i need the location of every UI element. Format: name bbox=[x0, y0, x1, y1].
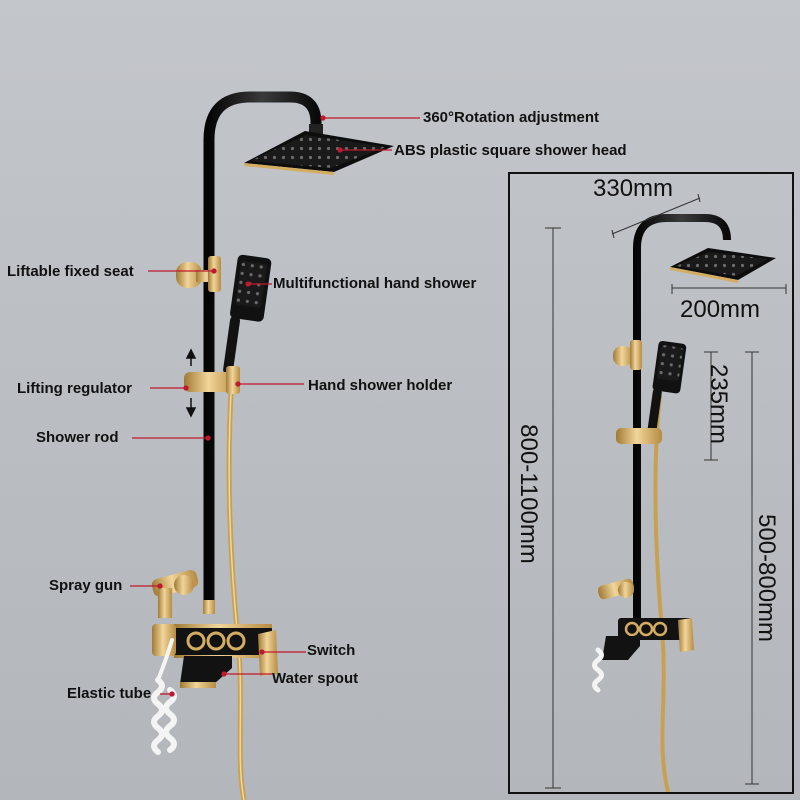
gold-hose bbox=[226, 374, 247, 800]
label-fixed-seat: Liftable fixed seat bbox=[7, 263, 134, 280]
label-shower-head: ABS plastic square shower head bbox=[394, 142, 627, 159]
liftable-fixed-seat bbox=[176, 262, 202, 288]
shower-rod bbox=[203, 91, 322, 611]
elastic-tube bbox=[151, 638, 177, 755]
spray-gun bbox=[151, 569, 199, 618]
label-hand-shower-holder: Hand shower holder bbox=[308, 377, 453, 394]
water-spout bbox=[180, 656, 232, 684]
dim-hand-height: 235mm bbox=[705, 363, 732, 445]
hand-shower bbox=[223, 254, 272, 375]
label-shower-rod: Shower rod bbox=[36, 429, 119, 446]
dimension-lines bbox=[545, 193, 787, 789]
hand-shower-holder bbox=[184, 372, 238, 392]
main-shower-set bbox=[151, 91, 394, 800]
rotation-joint bbox=[309, 124, 323, 134]
dim-total-height: 800-1100mm bbox=[515, 424, 542, 564]
label-spray-gun: Spray gun bbox=[49, 577, 123, 594]
dim-head-width: 200mm bbox=[680, 296, 761, 323]
inset-shower-set bbox=[592, 214, 776, 793]
label-elastic-tube: Elastic tube bbox=[67, 685, 152, 702]
leader-lines bbox=[130, 115, 420, 697]
label-lifting-regulator: Lifting regulator bbox=[17, 380, 132, 397]
label-water-spout: Water spout bbox=[272, 670, 359, 687]
label-switch: Switch bbox=[307, 642, 356, 659]
dimension-inset-frame bbox=[508, 172, 794, 794]
label-hand-shower: Multifunctional hand shower bbox=[273, 275, 477, 292]
label-rotation-adjustment: 360°Rotation adjustment bbox=[423, 109, 600, 126]
dim-top-arm: 330mm bbox=[593, 175, 674, 202]
switch-lever bbox=[258, 630, 278, 676]
dim-holder-height: 500-800mm bbox=[753, 513, 780, 643]
lifting-arrows bbox=[185, 348, 197, 418]
